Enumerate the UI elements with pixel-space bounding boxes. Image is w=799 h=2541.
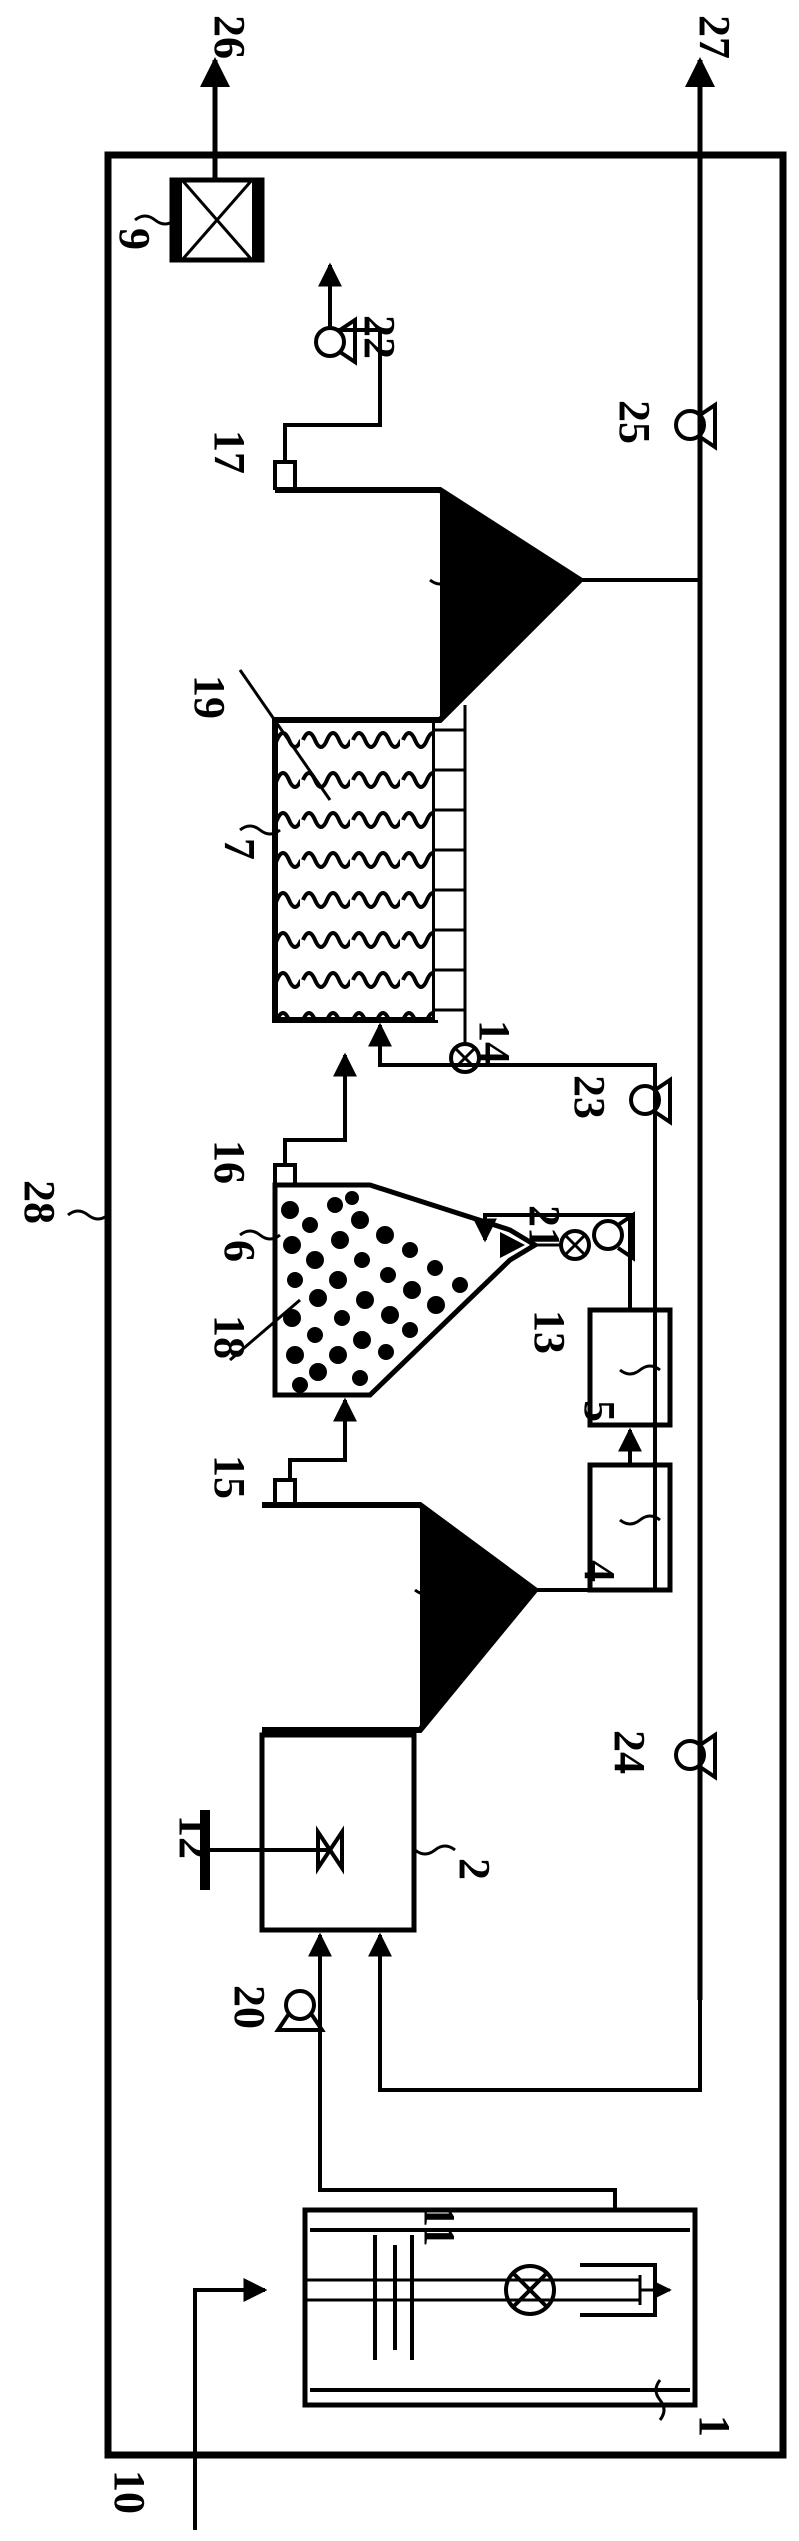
label-18: 18	[205, 1315, 254, 1359]
label-25: 25	[610, 400, 659, 444]
leader-19	[238, 669, 332, 801]
settler-3-sludge-cone	[420, 1508, 533, 1727]
system-boundary-frame	[104, 151, 787, 2459]
label-23: 23	[565, 1075, 614, 1119]
pump-20	[274, 1989, 326, 2032]
label-5: 5	[575, 1400, 624, 1422]
pump-21	[592, 1211, 635, 1262]
dosing-line	[473, 1213, 632, 1310]
leader-18	[229, 1298, 301, 1362]
pump-24	[674, 1731, 717, 1781]
label-12: 12	[170, 1815, 219, 1859]
pump-25	[674, 401, 717, 451]
label-3: 3	[450, 1598, 499, 1620]
label-27: 27	[690, 15, 739, 59]
label-4: 4	[575, 1560, 624, 1582]
label-22: 22	[355, 315, 404, 359]
sludge-recycle-to-biofilm	[368, 1022, 657, 1592]
filter-column	[169, 177, 265, 263]
label-9: 9	[110, 228, 159, 250]
label-20: 20	[225, 1985, 274, 2029]
mixer-12	[200, 1810, 344, 1890]
label-14: 14	[470, 1020, 519, 1064]
feed-to-reactor-line	[308, 1932, 617, 2210]
stirred-reactor	[259, 1732, 417, 1933]
settler-8-sludge-cone	[440, 493, 578, 717]
label-19: 19	[185, 675, 234, 719]
label-17: 17	[205, 430, 254, 474]
label-11: 11	[415, 2205, 464, 2247]
label-21: 21	[520, 1205, 569, 1249]
pump-22	[314, 316, 357, 366]
label-6: 6	[215, 1240, 264, 1262]
label-24: 24	[605, 1730, 654, 1774]
feed-inlet-line	[193, 2278, 268, 2530]
biofilm-tank	[272, 717, 438, 1023]
label-8: 8	[460, 588, 509, 610]
bioreactor-to-aeration	[283, 1052, 357, 1165]
aerator-13	[535, 1229, 591, 1261]
overflow-to-bioreactor	[288, 1397, 357, 1480]
label-28: 28	[15, 1180, 64, 1224]
packed-bioreactor	[272, 1182, 540, 1398]
labels: 1 2 3 4 5 6 7 8 9 10 11 12 13 14 15 16 1…	[15, 15, 739, 2514]
label-10: 10	[105, 2470, 154, 2514]
feed-tank	[302, 2207, 698, 2408]
label-16: 16	[205, 1140, 254, 1184]
label-13: 13	[525, 1310, 574, 1354]
clarified-water-line	[283, 328, 382, 462]
sludge-recycle-to-reactor	[368, 1932, 702, 2092]
diffuser-grid	[435, 705, 467, 1030]
label-26: 26	[205, 15, 254, 59]
pump-23	[629, 1076, 672, 1126]
label-15: 15	[205, 1455, 254, 1499]
label-1: 1	[690, 2415, 739, 2437]
label-7: 7	[215, 838, 264, 860]
leader-lines	[67, 214, 666, 2421]
label-2: 2	[450, 1858, 499, 1880]
